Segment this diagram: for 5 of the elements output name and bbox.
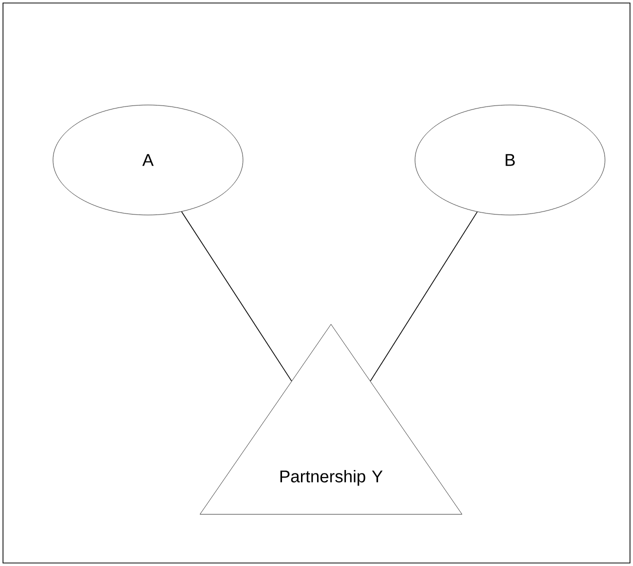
ellipse-node: B [414, 104, 606, 216]
ellipse-node: A [52, 104, 244, 216]
connector-line [181, 211, 292, 382]
connector-line [370, 211, 478, 382]
triangle-node: Partnership Y [200, 324, 462, 514]
